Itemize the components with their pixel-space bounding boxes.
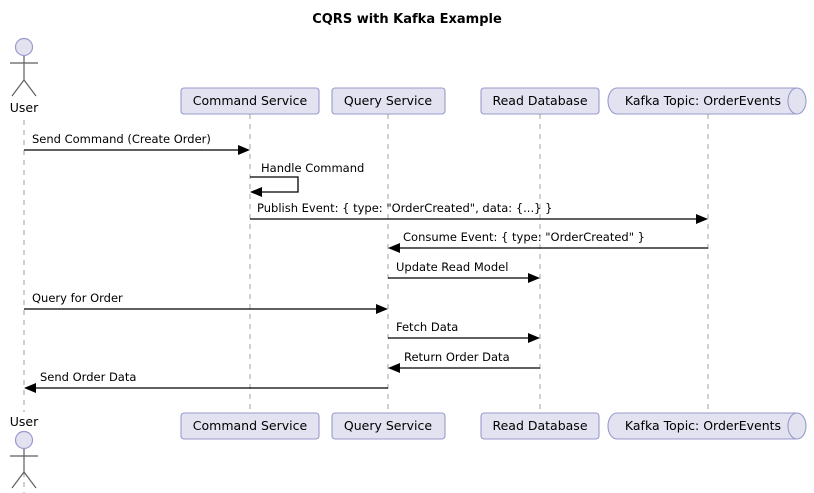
participant-box-shape	[331, 87, 446, 115]
participant-command-service-bottom[interactable]: Command Service	[180, 412, 320, 440]
message-send-command[interactable]: Send Command (Create Order)	[24, 132, 250, 155]
arrowhead-icon	[376, 304, 388, 314]
message-label-update-read-model: Update Read Model	[396, 260, 508, 274]
message-label-send-command: Send Command (Create Order)	[32, 132, 211, 146]
message-fetch-data[interactable]: Fetch Data	[388, 320, 540, 343]
message-label-handle-command: Handle Command	[261, 161, 364, 175]
message-label-return-order-data: Return Order Data	[404, 350, 510, 364]
actor-label-user-bottom: User	[10, 414, 39, 429]
participant-query-service-bottom[interactable]: Query Service	[331, 412, 446, 440]
actor-leg-right-icon	[23, 79, 37, 97]
actor-head-icon	[14, 430, 34, 450]
message-label-query-for-order: Query for Order	[32, 291, 123, 305]
participant-read-database-bottom[interactable]: Read Database	[480, 412, 600, 440]
participant-query-service-top[interactable]: Query Service	[331, 87, 446, 115]
diagram-title: CQRS with Kafka Example	[312, 12, 502, 27]
message-consume-event[interactable]: Consume Event: { type: "OrderCreated" }	[388, 230, 708, 253]
lifelines-group	[23, 114, 709, 493]
message-label-publish-event: Publish Event: { type: "OrderCreated", d…	[257, 201, 552, 215]
actor-head-icon	[14, 37, 34, 57]
participant-label-query-service-top: Query Service	[344, 93, 432, 108]
participant-queue-cap-icon	[787, 412, 798, 440]
actor-leg-left-icon	[11, 471, 25, 489]
arrowhead-icon	[528, 333, 540, 343]
actor-leg-right-icon	[23, 471, 37, 489]
message-query-for-order[interactable]: Query for Order	[24, 291, 388, 314]
message-label-fetch-data: Fetch Data	[396, 320, 458, 334]
participant-label-read-database-bottom: Read Database	[492, 418, 587, 433]
participant-kafka-topic-top[interactable]: Kafka Topic: OrderEvents	[607, 87, 807, 115]
arrowhead-icon	[696, 214, 708, 224]
participant-queue-cap-icon	[787, 87, 798, 115]
participant-box-shape	[480, 412, 600, 440]
participant-label-command-service-top: Command Service	[193, 93, 308, 108]
arrowhead-icon	[528, 273, 540, 283]
participant-label-command-service-bottom: Command Service	[193, 418, 308, 433]
message-label-consume-event: Consume Event: { type: "OrderCreated" }	[403, 230, 645, 244]
message-send-order-data[interactable]: Send Order Data	[24, 370, 388, 393]
participant-label-query-service-bottom: Query Service	[344, 418, 432, 433]
participant-label-kafka-topic-top: Kafka Topic: OrderEvents	[625, 93, 781, 108]
participant-command-service-top[interactable]: Command Service	[180, 87, 320, 115]
arrowhead-icon	[238, 145, 250, 155]
message-publish-event[interactable]: Publish Event: { type: "OrderCreated", d…	[250, 201, 708, 224]
actor-user-bottom[interactable]: User	[10, 414, 39, 489]
participant-label-read-database-top: Read Database	[492, 93, 587, 108]
participant-box-shape	[180, 87, 320, 115]
self-message-loop	[250, 176, 299, 193]
participant-read-database-top[interactable]: Read Database	[480, 87, 600, 115]
actor-label-user-top: User	[10, 100, 39, 115]
participant-box-shape	[480, 87, 600, 115]
participant-box-shape	[180, 412, 320, 440]
participant-box-shape	[331, 412, 446, 440]
message-update-read-model[interactable]: Update Read Model	[388, 260, 540, 283]
participant-kafka-topic-bottom[interactable]: Kafka Topic: OrderEvents	[607, 412, 807, 440]
actor-user-top[interactable]: User	[10, 37, 39, 116]
arrowhead-icon	[388, 363, 400, 373]
message-return-order-data[interactable]: Return Order Data	[388, 350, 540, 373]
message-label-send-order-data: Send Order Data	[40, 370, 136, 384]
message-handle-command[interactable]: Handle Command	[250, 161, 364, 197]
arrowhead-icon	[388, 243, 400, 253]
arrowhead-icon	[24, 383, 36, 393]
participant-label-kafka-topic-bottom: Kafka Topic: OrderEvents	[625, 418, 781, 433]
arrowhead-icon	[250, 187, 262, 197]
actor-leg-left-icon	[11, 79, 25, 97]
